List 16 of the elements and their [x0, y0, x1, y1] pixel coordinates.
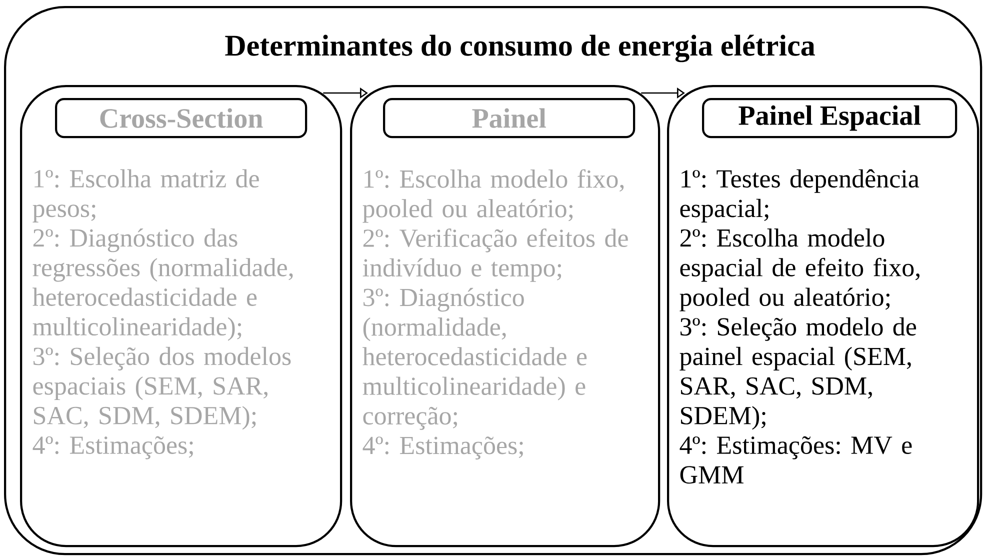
step-text: 3º: Diagnóstico (normalidade, heterocedasticidade e multicolinearidade) e correção; — [362, 288, 587, 430]
step-text: 4º: Estimações: MV e GMM — [680, 436, 912, 484]
heading-box: Cross-Section — [55, 98, 308, 138]
step-text: 3º: Seleção modelo de painel espacial (SEM, SAR, SAC, SDM, SDEM); — [680, 317, 916, 430]
step-text: 3º: Seleção dos modelos espaciais (SEM, SAR, SAC, SDM, SDEM); — [33, 346, 291, 430]
step-text: 1º: Escolha matriz de pesos; — [32, 169, 259, 222]
step-text: 1º: Testes dependência espacial; — [680, 169, 920, 222]
step-text: 2º: Diagnóstico das regressões (normalidade, heterocedasticidade e multicolinearidade); — [32, 228, 293, 341]
title: Determinantes do consumo de energia elétrica — [225, 34, 815, 62]
step-text: 2º: Verificação efeitos de indivíduo e tempo; — [362, 228, 628, 282]
step-text: 2º: Escolha modelo espacial de efeito fixo, pooled ou aleatório; — [680, 228, 920, 312]
step-text: 4º: Estimações; — [362, 436, 523, 460]
step-text: 4º: Estimações; — [32, 436, 193, 460]
heading-box: Painel Espacial — [702, 98, 958, 138]
heading-box: Painel — [383, 98, 636, 138]
step-text: 1º: Escolha modelo fixo, pooled ou aleatório; — [362, 169, 624, 223]
